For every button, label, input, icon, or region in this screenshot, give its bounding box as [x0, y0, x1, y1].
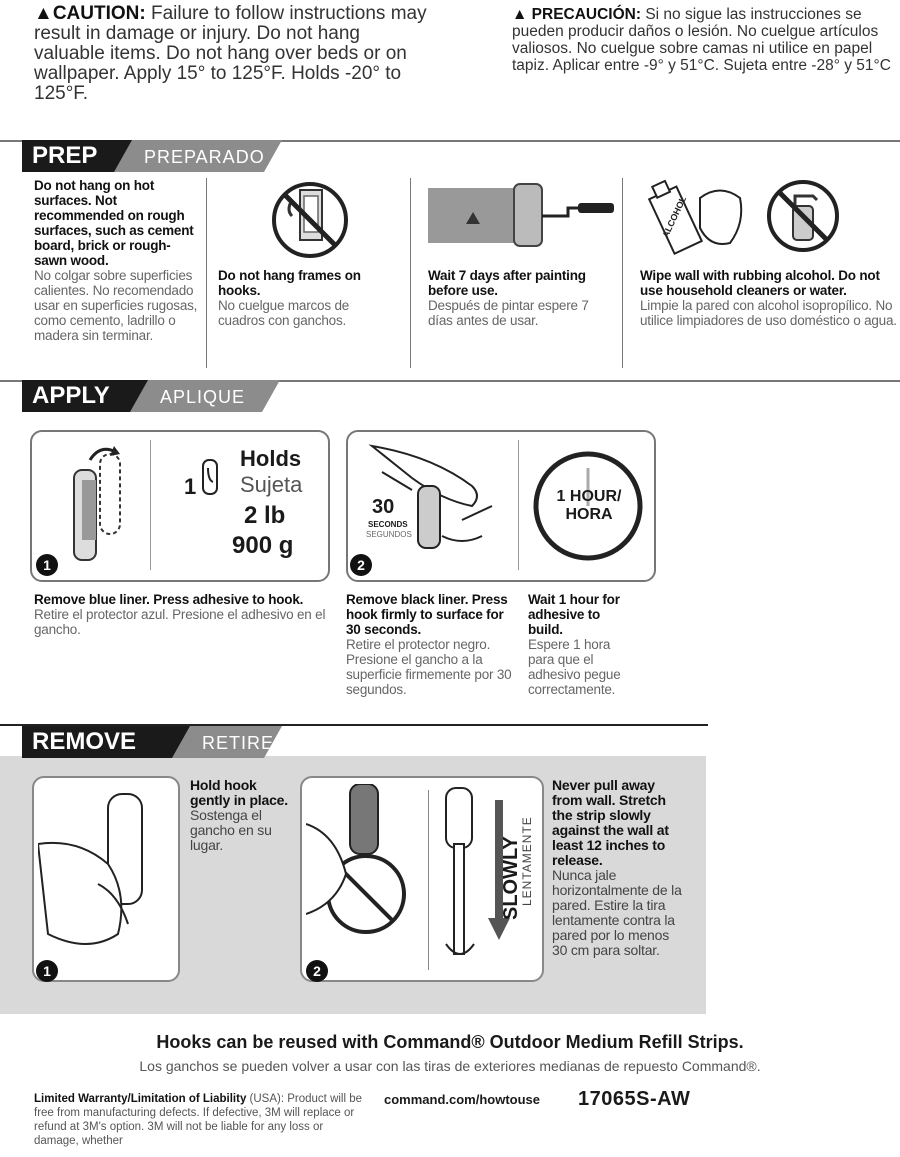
slowly-label-es: LENTAMENTE — [520, 816, 534, 906]
precaucion-text: Si no sigue las instrucciones se pueden … — [512, 6, 891, 74]
apply-panel2-divider — [518, 440, 519, 570]
apply-step1-number: 1 — [36, 554, 58, 576]
prep-title-es: PREPARADO — [114, 140, 282, 172]
caution-label: ▲CAUTION: — [34, 3, 146, 24]
caution-text: Failure to follow instructions may resul… — [34, 3, 427, 104]
remove-step2-number: 2 — [306, 960, 328, 982]
down-arrow-icon — [488, 800, 510, 940]
paint-roller-icon — [428, 183, 614, 247]
no-frames-icon — [272, 182, 348, 258]
alcohol-wipe-icon — [647, 179, 743, 255]
apply-title-es: APLIQUE — [130, 380, 280, 412]
apply-title: APPLY — [22, 380, 150, 412]
reuse-english: Hooks can be reused with Command® Outdoo… — [156, 1032, 744, 1052]
prep-item-alcohol: Wipe wall with rubbing alcohol. Do not u… — [640, 268, 897, 328]
prep-item-hot-surfaces: Do not hang on hot surfaces. Not recomme… — [34, 178, 198, 343]
caution-english: ▲CAUTION: Failure to follow instructions… — [34, 4, 434, 104]
product-code: 17065S-AW — [578, 1088, 691, 1110]
remove-panel2-divider — [428, 790, 429, 970]
apply-step2-number: 2 — [350, 554, 372, 576]
prep-divider-2 — [410, 178, 411, 368]
holds-g: 900 g — [232, 532, 294, 559]
remove-step2-text: Never pull away from wall. Stretch the s… — [552, 777, 682, 958]
howto-link[interactable]: command.com/howtouse — [384, 1092, 541, 1107]
prep-item-paint: Wait 7 days after painting before use. D… — [428, 268, 589, 328]
prep-item-frames: Do not hang frames on hooks. No cuelgue … — [218, 268, 361, 328]
seconds-value: 30 — [372, 496, 395, 518]
no-spray-cleaner-icon — [767, 180, 839, 252]
remove-step1-text: Hold hook gently in place. Sostenga el g… — [190, 777, 288, 853]
apply-rule — [0, 380, 900, 382]
apply-step3-text: Wait 1 hour for adhesive to build. Esper… — [528, 592, 621, 697]
press-hook-icon — [368, 444, 493, 549]
hour-label: 1 HOUR/ HORA — [556, 488, 622, 523]
seconds-label-es: SEGUNDOS — [366, 530, 412, 539]
reuse-spanish: Los ganchos se pueden volver a usar con … — [139, 1058, 761, 1074]
hook-icon — [202, 459, 218, 495]
holds-lb: 2 lb — [244, 502, 286, 529]
stretch-strip-icon — [445, 787, 475, 955]
clock-icon — [533, 451, 643, 561]
prep-title: PREP — [22, 140, 134, 172]
seconds-label: SECONDS — [368, 520, 408, 529]
holds-label: Holds — [240, 446, 302, 471]
apply-panel1-divider — [150, 440, 151, 570]
prep-divider-3 — [622, 178, 623, 368]
prep-rule — [0, 140, 900, 142]
remove-rule — [0, 724, 708, 726]
prep-divider-1 — [206, 178, 207, 368]
remove-title-es: RETIRE — [172, 726, 282, 758]
remove-title: REMOVE — [22, 726, 192, 758]
apply-step1-text: Remove blue liner. Press adhesive to hoo… — [34, 592, 326, 637]
apply-step2-text: Remove black liner. Press hook firmly to… — [346, 592, 512, 697]
remove-step1-number: 1 — [36, 960, 58, 982]
holds-count: 1 — [184, 474, 197, 499]
caution-spanish: ▲ PRECAUCIÓN: Si no sigue las instruccio… — [512, 6, 900, 74]
precaucion-label: ▲ PRECAUCIÓN: — [512, 6, 642, 23]
warranty-block: Limited Warranty/Limitation of Liability… — [34, 1093, 363, 1147]
no-pull-icon — [306, 784, 406, 934]
holds-label-es: Sujeta — [240, 472, 303, 497]
adhesive-strip-icon — [73, 446, 121, 561]
hold-hook-icon — [38, 793, 143, 945]
